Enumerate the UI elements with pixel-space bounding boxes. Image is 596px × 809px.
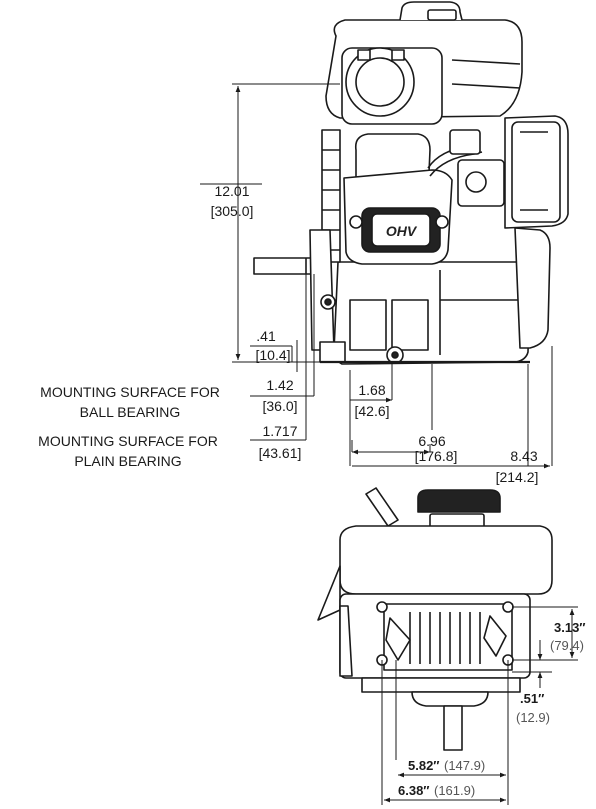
dim-168-in: 1.68 xyxy=(358,382,385,398)
engine-bottom-view xyxy=(317,487,553,751)
pto-shaft xyxy=(253,257,315,275)
dim-696-in: 6.96 xyxy=(418,433,445,449)
dim-051-mm: (12.9) xyxy=(516,710,550,725)
dim-638-mm: (161.9) xyxy=(434,783,475,798)
fuel-tank-top-view xyxy=(339,525,553,595)
dim-843-mm: [214.2] xyxy=(496,469,539,485)
ball-bearing-label-line2: BALL BEARING xyxy=(80,404,181,420)
dim-582-in: 5.82″ xyxy=(408,758,440,773)
dim-638-in: 6.38″ xyxy=(398,783,430,798)
plain-bearing-label-line2: PLAIN BEARING xyxy=(74,453,181,469)
dim-1717-in: 1.717 xyxy=(262,423,297,439)
top-view-dimension-lines xyxy=(381,606,578,805)
engine-side-view xyxy=(253,1,569,365)
dim-142-mm: [36.0] xyxy=(262,398,297,414)
side-view-dimension-lines xyxy=(200,83,553,469)
dim-height-mm: [305.0] xyxy=(211,203,254,219)
plain-bearing-label-line1: MOUNTING SURFACE FOR xyxy=(38,433,218,449)
ball-bearing-label-line1: MOUNTING SURFACE FOR xyxy=(40,384,220,400)
dim-696-mm: [176.8] xyxy=(415,448,458,464)
dim-843-in: 8.43 xyxy=(510,448,537,464)
dim-582-mm: (147.9) xyxy=(444,758,485,773)
crankshaft-bottom xyxy=(443,705,463,751)
dim-051-in: .51″ xyxy=(520,691,544,706)
dim-313-mm: (79.4) xyxy=(550,638,584,653)
dim-313-in: 3.13″ xyxy=(554,620,586,635)
dim-041-in: .41 xyxy=(256,328,276,344)
dim-041-mm: [10.4] xyxy=(255,347,290,363)
dim-1717-mm: [43.61] xyxy=(259,445,302,461)
dim-168-mm: [42.6] xyxy=(354,403,389,419)
dim-height-in: 12.01 xyxy=(214,183,249,199)
ohv-badge-icon: OHV xyxy=(386,223,418,239)
dim-142-in: 1.42 xyxy=(266,377,293,393)
